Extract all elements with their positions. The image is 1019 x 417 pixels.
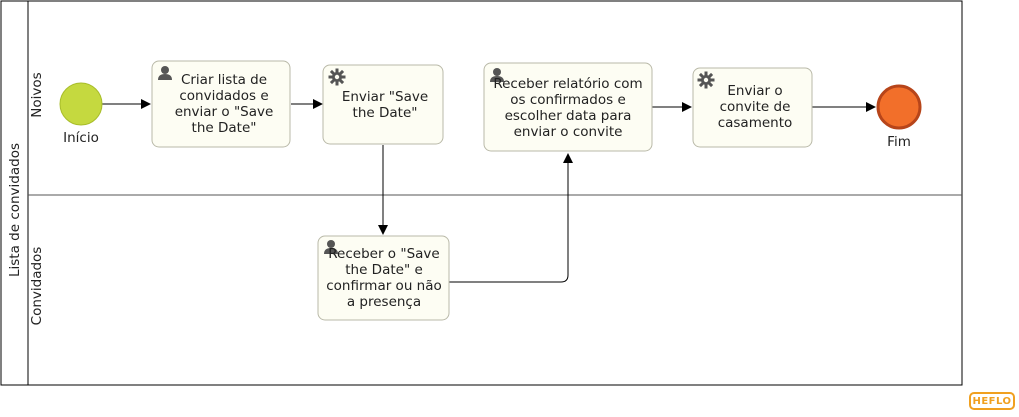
gear-icon bbox=[697, 71, 715, 89]
task-criar-lista[interactable] bbox=[151, 60, 291, 148]
user-icon bbox=[490, 68, 504, 82]
end-event[interactable] bbox=[876, 84, 922, 130]
task-label: Enviar o convite de casamento bbox=[717, 83, 793, 131]
task-label: Receber relatório com os confirmados e e… bbox=[493, 76, 643, 140]
flow-task5-to-task3[interactable] bbox=[449, 153, 573, 283]
user-icon bbox=[324, 240, 338, 254]
heflo-logo: HEFLO bbox=[969, 392, 1015, 410]
start-event[interactable] bbox=[59, 82, 103, 126]
task-enviar-save-the-date[interactable] bbox=[322, 64, 444, 145]
task-receber-save-the-date[interactable] bbox=[317, 235, 450, 321]
pool bbox=[0, 0, 963, 386]
task-enviar-convite[interactable] bbox=[692, 67, 813, 148]
lane-label-convidados: Convidados bbox=[29, 246, 45, 326]
gear-icon bbox=[328, 68, 346, 86]
task-label: Receber o "Save the Date" e confirmar ou… bbox=[326, 246, 442, 310]
task-label: Enviar "Save the Date" bbox=[341, 89, 429, 121]
end-event-label: Fim bbox=[887, 134, 911, 150]
user-icon bbox=[158, 66, 172, 80]
start-event-label: Início bbox=[63, 130, 99, 146]
task-label: Criar lista de convidados e enviar o "Sa… bbox=[174, 72, 274, 136]
pool-label: Lista de convidados bbox=[7, 143, 23, 278]
lane-label-noivos: Noivos bbox=[29, 72, 45, 118]
task-receber-relatorio[interactable] bbox=[483, 62, 653, 152]
